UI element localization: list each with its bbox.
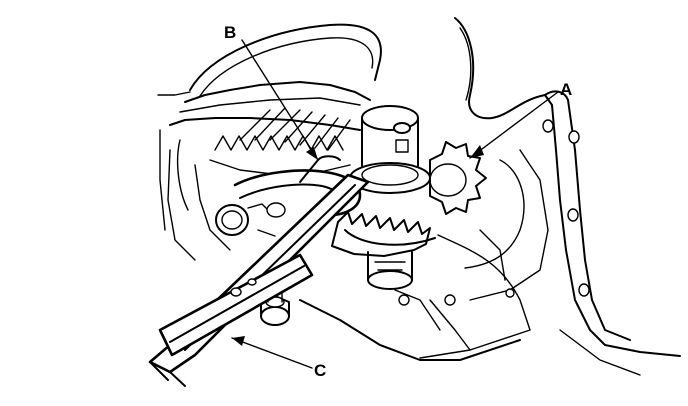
special-tool xyxy=(148,173,370,387)
left-housing-details xyxy=(157,91,276,251)
transmission-housing xyxy=(299,17,681,376)
housing-bolt-holes xyxy=(398,119,590,306)
callout-c: C xyxy=(231,336,326,380)
callout-b: B xyxy=(224,23,319,161)
callout-b-label: B xyxy=(224,23,236,42)
callout-a: A xyxy=(469,80,572,159)
callout-c-label: C xyxy=(314,361,326,380)
shaft-gear-assembly xyxy=(331,105,487,290)
callout-a-label: A xyxy=(560,80,572,99)
